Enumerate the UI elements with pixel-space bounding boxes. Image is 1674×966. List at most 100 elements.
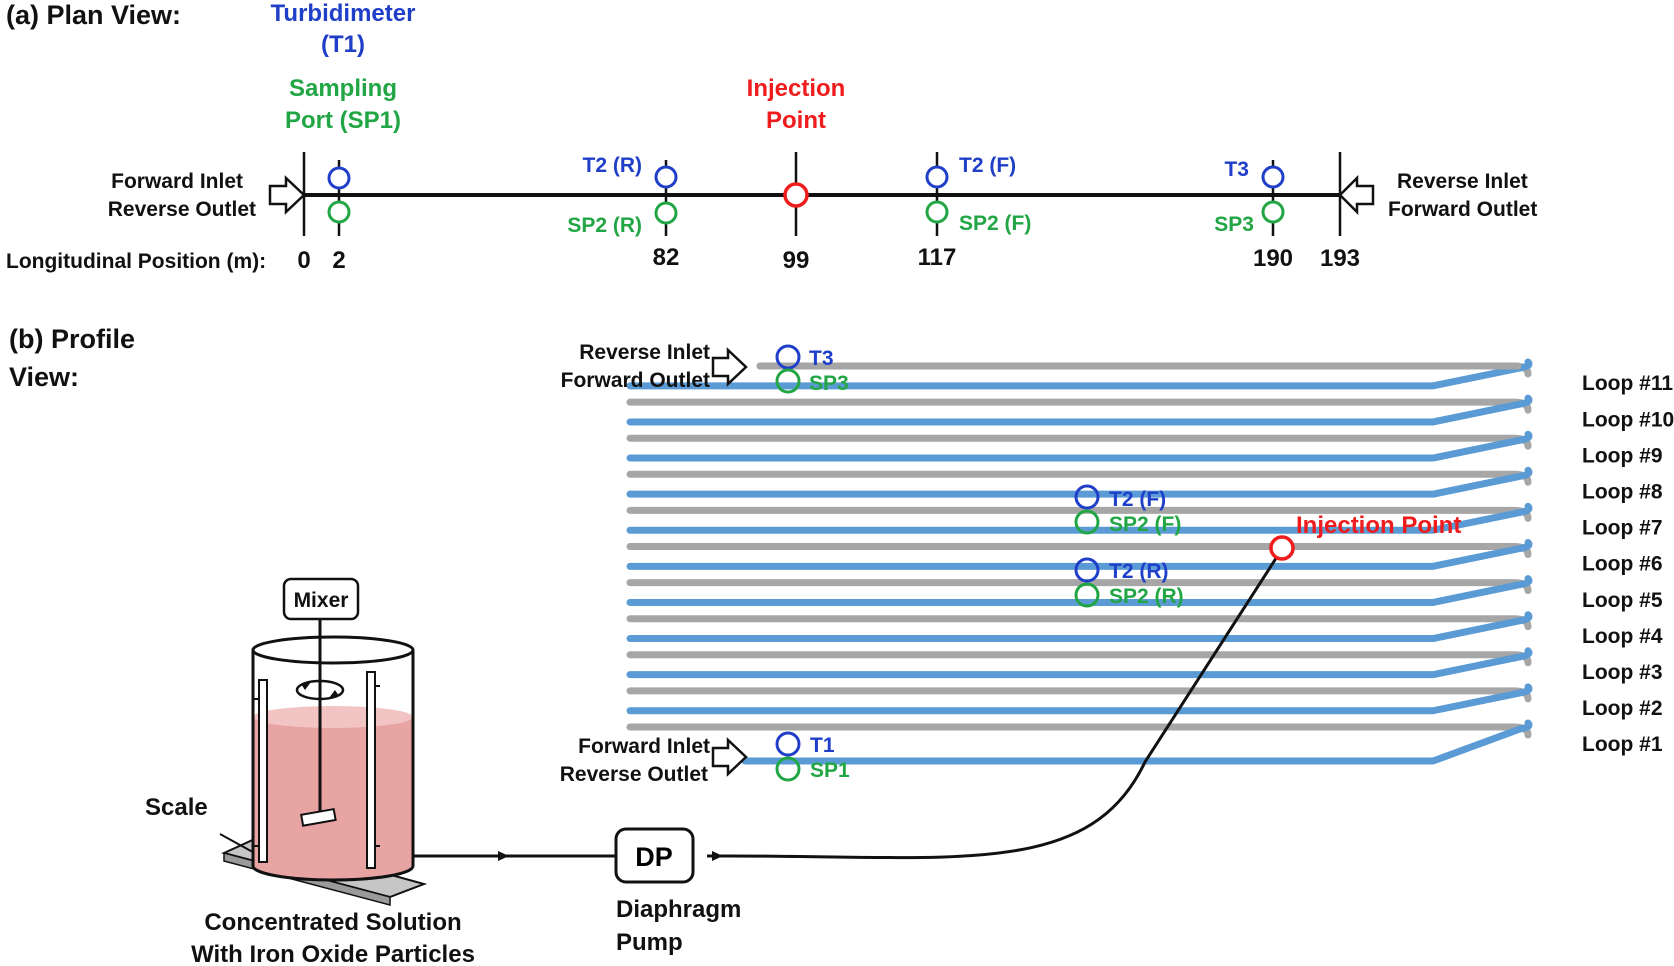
rotation-arrow-icon	[295, 679, 345, 701]
profile-t2r-circle-icon	[1074, 557, 1100, 583]
position-axis-label: Longitudinal Position (m):	[6, 250, 266, 273]
plan-t2r-circle-icon	[654, 165, 678, 189]
mixer-label: Mixer	[294, 589, 349, 612]
plan-sp2r-circle-icon	[654, 201, 678, 225]
profile-sp3-circle-icon	[775, 368, 801, 394]
pipe-front-segment	[626, 683, 1533, 715]
tank-caption: Concentrated Solution	[204, 909, 461, 936]
loop-label: Loop #3	[1582, 661, 1663, 684]
solution-fill	[253, 717, 413, 879]
pipe-back-segment	[626, 470, 1532, 486]
plan-t1-circle-icon	[327, 166, 351, 190]
plan-view: (a) Plan View: Turbidimeter (T1) Samplin…	[6, 0, 1537, 274]
pipe-loop-coil	[626, 358, 1533, 765]
pipe-back-segment	[626, 723, 1532, 739]
plan-view-title: (a) Plan View:	[6, 0, 181, 30]
pipe-back-segment	[626, 615, 1532, 631]
profile-sp1-circle-icon	[775, 756, 801, 782]
profile-bottom-flow-arrow-icon	[711, 737, 748, 777]
profile-top-flow-arrow-icon	[711, 347, 748, 387]
position-193: 193	[1320, 245, 1360, 272]
profile-sp1-label: SP1	[810, 759, 850, 782]
pump-label-2: Pump	[616, 929, 683, 956]
pipe-front-segment	[626, 647, 1533, 679]
plan-sp2f-label: SP2 (F)	[959, 212, 1031, 235]
injection-feed-line	[707, 548, 1284, 860]
sampling-port-id-label: Port (SP1)	[285, 107, 401, 134]
loop-label: Loop #8	[1582, 481, 1663, 504]
position-99: 99	[783, 247, 810, 274]
profile-bottom-inlet-label: Forward Inlet	[578, 735, 710, 758]
profile-t3-label: T3	[809, 347, 834, 370]
profile-sp3-label: SP3	[809, 372, 849, 395]
plan-left-inlet-label: Forward Inlet	[111, 170, 243, 193]
baffle-right	[366, 671, 376, 869]
plan-sp2r-label: SP2 (R)	[567, 214, 642, 237]
loop-label: Loop #4	[1582, 625, 1663, 648]
plan-t3-circle-icon	[1261, 165, 1285, 189]
position-2: 2	[332, 247, 345, 274]
loop-label: Loop #7	[1582, 517, 1663, 540]
plan-left-flow-arrow-icon	[268, 175, 306, 215]
profile-t1-label: T1	[810, 734, 835, 757]
plan-t2f-circle-icon	[925, 165, 949, 189]
loop-label: Loop #6	[1582, 553, 1663, 576]
pump-label: Diaphragm	[616, 896, 741, 923]
pipe-back-segment	[626, 543, 1532, 558]
pump-abbreviation: DP	[635, 842, 673, 872]
tank-caption-2: With Iron Oxide Particles	[191, 941, 475, 966]
scale-label: Scale	[145, 794, 208, 821]
plan-sp3-circle-icon	[1261, 200, 1285, 224]
profile-injection-circle-icon	[1269, 535, 1295, 561]
profile-sp2r-circle-icon	[1074, 582, 1100, 608]
baffle-left	[258, 679, 268, 863]
diaphragm-pump-box	[614, 827, 695, 884]
pipe-front-segment	[626, 394, 1533, 426]
position-190: 190	[1253, 245, 1293, 272]
plan-t2r-label: T2 (R)	[583, 154, 643, 177]
profile-injection-label: Injection Point	[1296, 512, 1461, 539]
profile-view-title-2: View:	[9, 362, 79, 392]
tank-bottom	[251, 865, 415, 882]
plan-sp2f-circle-icon	[925, 200, 949, 224]
pipe-front-segment	[626, 502, 1533, 534]
pipe-front-segment	[626, 575, 1533, 606]
pipe-front-segment	[626, 466, 1533, 498]
pipe-front-segment	[626, 430, 1533, 462]
plan-t3-label: T3	[1224, 158, 1249, 181]
loop-label: Loop #9	[1582, 444, 1663, 467]
position-82: 82	[653, 244, 680, 271]
profile-t2f-circle-icon	[1074, 484, 1100, 510]
rotation-arrowhead-icon	[301, 682, 311, 690]
position-117: 117	[918, 244, 957, 271]
plan-right-outlet-label: Forward Outlet	[1388, 198, 1537, 221]
solution-surface	[253, 706, 413, 728]
profile-t2f-label: T2 (F)	[1109, 488, 1166, 511]
mixing-tank: Scale Mixer Concen	[145, 577, 475, 966]
tank-rim	[251, 635, 415, 665]
profile-top-outlet-label: Forward Outlet	[561, 369, 710, 392]
position-0: 0	[297, 247, 310, 274]
turbidimeter-id-label: (T1)	[321, 31, 365, 58]
pipe-front-segment	[626, 611, 1533, 643]
profile-sp2f-label: SP2 (F)	[1109, 513, 1181, 536]
pipe-front-segment	[741, 719, 1533, 765]
profile-t1-circle-icon	[775, 731, 801, 757]
profile-t2r-label: T2 (R)	[1109, 560, 1169, 583]
plan-right-flow-arrow-icon	[1338, 174, 1375, 216]
loop-label: Loop #11	[1582, 372, 1673, 395]
profile-view-title: (b) Profile	[9, 324, 135, 354]
mixer-impeller	[300, 807, 337, 827]
plan-right-inlet-label: Reverse Inlet	[1397, 170, 1528, 193]
injection-point-label-2: Point	[766, 107, 826, 134]
pipe-back-segment	[626, 398, 1532, 414]
pipe-front-segment	[626, 539, 1533, 570]
plan-injection-circle-icon	[783, 182, 809, 208]
profile-sp2f-circle-icon	[1074, 509, 1100, 535]
loop-label: Loop #5	[1582, 589, 1663, 612]
turbidimeter-label: Turbidimeter	[271, 0, 416, 27]
pipe-back-segment	[626, 687, 1532, 703]
